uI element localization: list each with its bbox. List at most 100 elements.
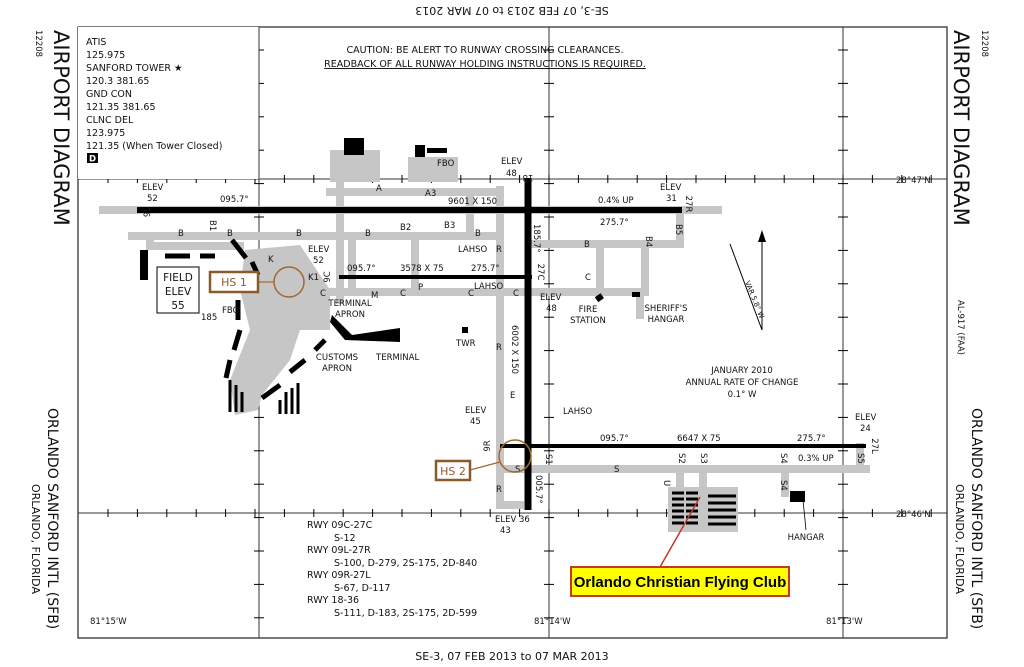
tick-mark xyxy=(223,359,233,379)
location-left: ORLANDO, FLORIDA xyxy=(29,484,42,594)
footer: SE-3, 07 FEB 2013 to 07 MAR 2013 xyxy=(415,650,608,663)
twy-label: R xyxy=(496,485,502,495)
twy-label: R xyxy=(496,245,502,255)
rwy-hdg: 005.7° xyxy=(533,475,543,504)
rwy-hdg: 095.7° xyxy=(600,434,629,444)
lon-left-label: 81°15'W xyxy=(90,617,127,627)
chart-number-left: 12208 xyxy=(33,30,43,57)
twy-label: B xyxy=(178,229,184,239)
rwy-elev: 45 xyxy=(470,417,481,427)
rwy-elev: 52 xyxy=(147,194,158,204)
twy-label: U xyxy=(661,480,671,486)
rwy-end: 27L xyxy=(869,438,879,454)
rwy-elev: ELEV xyxy=(660,183,681,193)
mag-note: JANUARY 2010 xyxy=(710,366,772,376)
airport-name-left: ORLANDO SANFORD INTL (SFB) xyxy=(44,408,60,629)
twy-label: E xyxy=(510,391,515,401)
sheriffs-hangar-label: SHERIFF'S xyxy=(644,304,687,314)
twy-label: B2 xyxy=(400,223,411,233)
fire-station-label: FIRE xyxy=(579,305,598,315)
lahso-label: LAHSO xyxy=(474,282,504,292)
twy-label: C xyxy=(320,289,326,299)
twy-label: S xyxy=(614,465,619,475)
wb-rwy: RWY 09L-27R xyxy=(307,545,371,556)
rwy-end: 18 xyxy=(523,172,534,182)
lon-mid-label: 81°14'W xyxy=(534,617,571,627)
title-left: AIRPORT DIAGRAM xyxy=(49,30,73,226)
wb-values: S-111, D-183, 2S-175, 2D-599 xyxy=(334,608,477,619)
freq-line: 121.35 381.65 xyxy=(86,102,156,113)
freq-line: CLNC DEL xyxy=(86,115,134,126)
rwy-slope: 0.4% UP xyxy=(598,196,634,206)
rwy-dims: 9601 X 150 xyxy=(448,197,497,207)
lon-right-label: 81°13'W xyxy=(826,617,863,627)
twy-label: S3 xyxy=(698,453,708,464)
field-elev: ELEV xyxy=(165,286,192,298)
twy-label: S2 xyxy=(676,453,686,464)
customs-apron-label: APRON xyxy=(322,364,352,374)
twy-label: S4 xyxy=(778,480,788,491)
twy-label: P xyxy=(418,283,423,293)
twy-label: B4 xyxy=(643,236,653,247)
twy-label: S1 xyxy=(543,454,553,465)
hotspot-label: HS 2 xyxy=(440,465,466,478)
mag-note: ANNUAL RATE OF CHANGE xyxy=(686,378,799,388)
fbo-label: FBO xyxy=(222,306,240,316)
twy-label: B3 xyxy=(444,221,455,231)
hotspot-2[interactable]: HS 2 xyxy=(434,439,532,482)
lat-bottom-label: 28°46'N xyxy=(896,510,931,520)
rwy-end: 9L xyxy=(143,207,153,217)
hotspot-label: HS 1 xyxy=(221,276,247,289)
d-symbol: D xyxy=(89,155,96,165)
runways xyxy=(137,178,866,510)
fire-station-label: STATION xyxy=(570,316,606,326)
title-right: AIRPORT DIAGRAM xyxy=(949,30,973,226)
rwy-elev: 24 xyxy=(860,424,871,434)
caution-line-1: CAUTION: BE ALERT TO RUNWAY CROSSING CLE… xyxy=(347,45,624,56)
twy-label: C xyxy=(468,289,474,299)
hangar-label: HANGAR xyxy=(788,533,825,543)
twy-label: K1 xyxy=(308,273,319,283)
chart-frame xyxy=(77,26,948,639)
twy-label: A3 xyxy=(425,189,436,199)
twy-label: S5 xyxy=(855,453,865,464)
field-elev: 55 xyxy=(171,300,184,312)
rwy-end: 9R xyxy=(483,440,493,451)
location-right: ORLANDO, FLORIDA xyxy=(953,484,966,594)
faa-code: AL-917 (FAA) xyxy=(955,300,965,355)
obstacle-height: 185 xyxy=(201,313,217,323)
rwy-elev: 48 xyxy=(506,169,517,179)
callout-text: Orlando Christian Flying Club xyxy=(574,574,787,591)
twy-label: B1 xyxy=(207,220,217,231)
d-symbol-icon xyxy=(87,153,98,163)
twy-label: B xyxy=(584,240,590,250)
sheriffs-hangar-label: HANGAR xyxy=(648,315,685,325)
hotspot-1[interactable]: HS 1 xyxy=(208,266,305,298)
twy-label: C xyxy=(513,289,519,299)
rwy-elev: ELEV 36 xyxy=(495,515,530,525)
rwy-hdg: 095.7° xyxy=(220,195,249,205)
lahso-label: LAHSO xyxy=(458,245,488,255)
north-arrow-icon xyxy=(758,230,766,242)
freq-line: 123.975 xyxy=(86,128,125,139)
twy-label: C xyxy=(585,273,591,283)
rwy-elev: ELEV xyxy=(465,406,486,416)
twy-label: S xyxy=(515,465,520,475)
rwy-hdg: 185.7° xyxy=(531,224,541,253)
rwy-elev: 48 xyxy=(546,304,557,314)
twy-label: B xyxy=(365,229,371,239)
rwy-elev: ELEV xyxy=(142,183,163,193)
customs-apron-label: CUSTOMS xyxy=(316,353,358,363)
wb-values: S-67, D-117 xyxy=(334,583,390,594)
wb-values: S-12 xyxy=(334,533,356,544)
runway-labels: 9L 27R 9601 X 150 095.7° 275.7° 0.4% UP … xyxy=(142,157,879,536)
buildings xyxy=(140,138,805,526)
twy-label: C xyxy=(400,289,406,299)
twy-label: B xyxy=(227,229,233,239)
twy-label: B xyxy=(296,229,302,239)
flying-club-callout[interactable]: Orlando Christian Flying Club xyxy=(570,496,790,597)
rwy-hdg: 095.7° xyxy=(347,264,376,274)
lat-lon-grid xyxy=(78,27,947,638)
fbo-label: FBO xyxy=(437,159,455,169)
rwy-end: 27R xyxy=(683,196,693,213)
